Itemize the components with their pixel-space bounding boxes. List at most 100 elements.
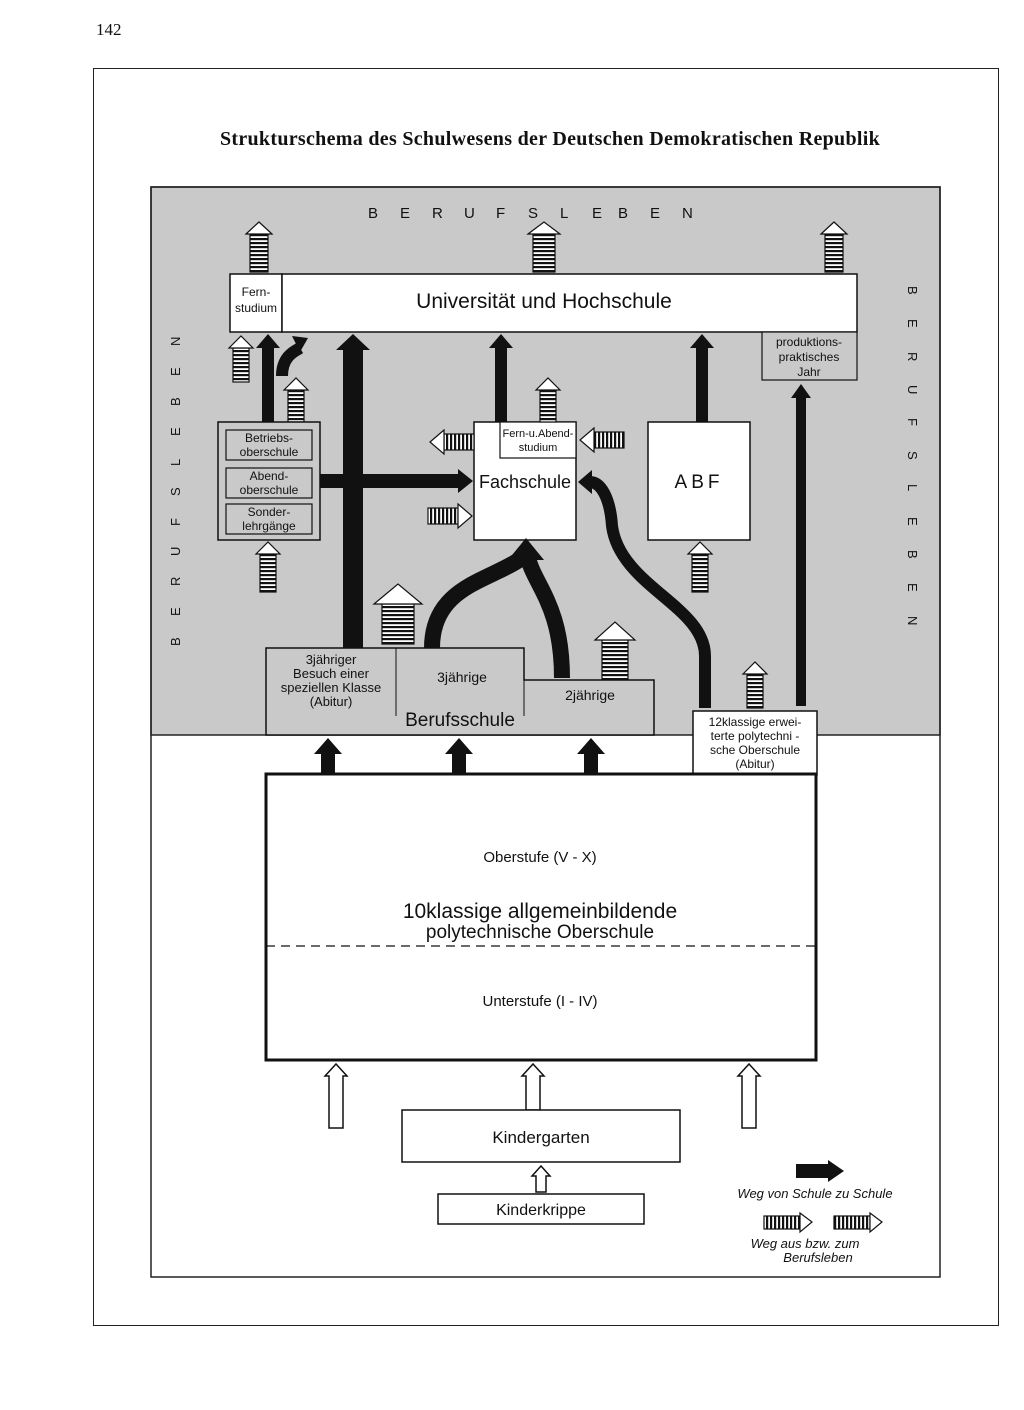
left-letter: E xyxy=(168,427,183,436)
universitaet-box xyxy=(281,273,858,333)
betriebsoberschule-box xyxy=(225,429,313,461)
hatched-arrow-icon xyxy=(579,426,625,454)
legend-work-path: Weg aus bzw. zum xyxy=(751,1236,860,1251)
left-letter: N xyxy=(168,337,183,346)
hatched-arrow-icon xyxy=(254,541,282,593)
berufsschule-3jaehrige-label: 3jährige xyxy=(437,669,487,685)
right-letter: L xyxy=(905,484,920,491)
outline-arrow-icon xyxy=(323,1062,762,1129)
pos-box xyxy=(264,772,818,1062)
diagram-frame xyxy=(150,186,941,1278)
top-letter: E xyxy=(650,205,660,222)
right-letter: B xyxy=(905,286,920,295)
black-arrow-icon xyxy=(690,334,714,424)
eos-label: terte polytechni - xyxy=(711,729,800,743)
fernstudium-label: Fern- xyxy=(242,285,271,299)
black-arrow-icon xyxy=(796,1160,844,1182)
berufsschule-3jaehriger-label: 3jähriger xyxy=(306,652,357,667)
right-letter: R xyxy=(905,352,920,361)
hatched-arrow-icon xyxy=(741,661,769,709)
kinderkrippe-box xyxy=(437,1193,645,1225)
top-letter: U xyxy=(464,205,475,222)
black-arrow-icon xyxy=(445,738,473,774)
right-letter: U xyxy=(905,385,920,394)
berufsleben-right-label: B E R U F S L E B E N xyxy=(905,286,920,625)
berufsschule-block xyxy=(265,647,655,736)
abf-box xyxy=(647,421,751,541)
top-letter: B xyxy=(618,205,628,222)
produktion-label: produktions- xyxy=(776,335,842,349)
black-arrow-icon xyxy=(256,334,280,426)
pos-label: polytechnische Oberschule xyxy=(426,922,654,943)
sonderlehrgaenge-box xyxy=(225,503,313,535)
kindergarten-label: Kindergarten xyxy=(492,1128,589,1147)
top-letter: L xyxy=(560,205,568,222)
legend: Weg von Schule zu Schule Weg aus bzw. zu… xyxy=(737,1160,893,1265)
left-letter: E xyxy=(168,367,183,376)
top-letter: F xyxy=(496,205,505,222)
hatched-arrow-icon xyxy=(686,541,714,593)
black-arrow-icon xyxy=(314,738,342,774)
berufsleben-top-label: B E R U F S L E B E N xyxy=(368,205,693,222)
berufsschule-3jaehriger-label: Besuch einer xyxy=(293,666,370,681)
outline-arrow-icon xyxy=(530,1164,552,1193)
left-letter: B xyxy=(168,397,183,406)
top-letter: B xyxy=(368,205,378,222)
black-arrow-icon xyxy=(577,738,605,774)
universitaet-label: Universität und Hochschule xyxy=(416,290,672,313)
berufsleben-left-label: B E R U F S L E B E N xyxy=(168,337,183,646)
hatched-arrow-icon xyxy=(429,428,475,456)
left-letter: R xyxy=(168,577,183,586)
hatched-arrow-icon xyxy=(427,502,473,530)
hatched-arrow-icon xyxy=(763,1211,813,1234)
black-arrow-icon xyxy=(578,470,592,494)
school-structure-diagram: B E R U F S L E B E N B E R U F S L E B … xyxy=(150,186,941,1278)
page-number: 142 xyxy=(96,20,122,39)
eos-label: 12klassige erwei- xyxy=(709,715,802,729)
right-letter: F xyxy=(905,418,920,426)
abendoberschule-box xyxy=(225,467,313,499)
oberstufe-label: Oberstufe (V - X) xyxy=(483,849,596,866)
left-letter: B xyxy=(168,637,183,646)
top-letter: E xyxy=(400,205,410,222)
black-curved-arrow-icon xyxy=(520,555,570,679)
pos-label: 10klassige allgemeinbildende xyxy=(403,900,677,923)
hatched-arrow-icon xyxy=(282,377,310,423)
berufsschule-2jaehrige-label: 2jährige xyxy=(565,687,615,703)
fern-abend-label: Fern-u.Abend- xyxy=(503,428,574,440)
left-letter: E xyxy=(168,607,183,616)
right-letter: E xyxy=(905,319,920,328)
fachschule-label: Fachschule xyxy=(479,472,571,492)
black-arrow-icon xyxy=(292,336,308,352)
left-letter: F xyxy=(168,518,183,526)
right-letter: B xyxy=(905,550,920,559)
hatched-arrow-icon xyxy=(372,583,424,645)
top-letter: R xyxy=(432,205,443,222)
legend-work-path: Berufsleben xyxy=(783,1250,852,1265)
left-letter: L xyxy=(168,459,183,466)
legend-school-path: Weg von Schule zu Schule xyxy=(737,1186,892,1201)
berufsschule-label: Berufsschule xyxy=(405,710,515,731)
kindergarten-box xyxy=(401,1109,681,1163)
unterstufe-label: Unterstufe (I - IV) xyxy=(482,993,597,1010)
black-curved-arrow-icon xyxy=(588,476,711,708)
right-letter: E xyxy=(905,583,920,592)
black-arrow-icon xyxy=(489,334,513,424)
black-curved-arrow-icon xyxy=(424,551,527,649)
abendoberschule-label: oberschule xyxy=(240,483,299,497)
black-arrow-icon xyxy=(791,384,811,706)
abendoberschule-label: Abend- xyxy=(250,469,289,483)
top-letter: N xyxy=(682,205,693,222)
hatched-arrow-icon xyxy=(244,221,274,273)
fern-abend-label: studium xyxy=(519,442,558,454)
berufsschule-3jaehriger-label: (Abitur) xyxy=(310,694,353,709)
hatched-arrow-icon xyxy=(534,377,562,423)
eos-label: (Abitur) xyxy=(735,757,774,771)
sonderlehrgaenge-label: lehrgänge xyxy=(242,519,296,533)
betriebsoberschule-label: oberschule xyxy=(240,445,299,459)
kinderkrippe-label: Kinderkrippe xyxy=(496,1202,586,1219)
page-frame xyxy=(93,68,999,1326)
top-letter: S xyxy=(528,205,538,222)
diagram-title: Strukturschema des Schulwesens der Deuts… xyxy=(219,128,881,150)
sonderlehrgaenge-label: Sonder- xyxy=(248,505,291,519)
